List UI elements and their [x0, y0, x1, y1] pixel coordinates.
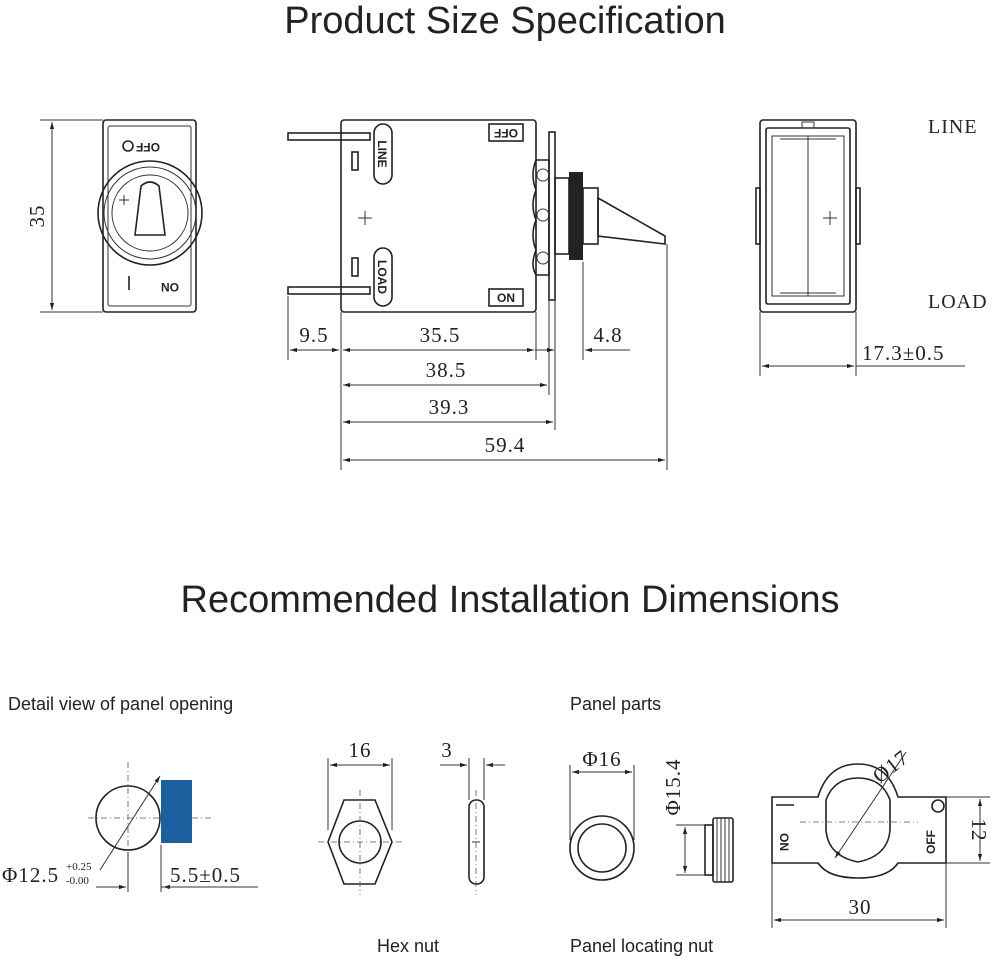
dim-opening-dia: Φ12.5	[2, 863, 59, 887]
product-size-title: Product Size Specification	[284, 0, 725, 42]
plate-off-label: OFF	[924, 830, 938, 854]
dim-loc-height: Φ15.4	[661, 758, 685, 815]
dim-385: 38.5	[426, 358, 467, 382]
caption-panel-opening: Detail view of panel opening	[8, 694, 233, 714]
caption-hex-nut: Hex nut	[377, 936, 439, 956]
locating-nut-front: Φ16	[569, 747, 635, 881]
installation-title: Recommended Installation Dimensions	[181, 579, 840, 621]
dim-plate-height: 12	[967, 819, 991, 842]
side-load-label: LOAD	[375, 260, 389, 294]
dim-hex-thick: 3	[441, 738, 453, 762]
dim-terminal: 9.5	[299, 323, 328, 347]
load-label: LOAD	[928, 291, 988, 313]
front-view: OFF ON 35	[25, 119, 203, 313]
hex-nut-front: 16	[318, 738, 402, 895]
dim-plate-width: 30	[849, 895, 872, 919]
dim-loc-dia: Φ16	[582, 747, 621, 771]
side-off-label: OFF	[494, 126, 518, 140]
dim-hex-width: 16	[349, 738, 372, 762]
locating-nut-side: Φ15.4	[661, 758, 734, 883]
dim-opening-tol-bot: -0.00	[66, 875, 89, 887]
dim-height: 35	[25, 205, 49, 228]
dim-flat: 5.5±0.5	[170, 863, 241, 887]
dim-393: 39.3	[429, 395, 470, 419]
side-on-label: ON	[497, 291, 515, 305]
dim-width: 17.3±0.5	[862, 341, 945, 365]
side-line-label: LINE	[375, 140, 389, 167]
panel-opening-detail: Φ12.5 +0.25 -0.00 5.5±0.5	[2, 762, 258, 892]
dim-stem: 4.8	[593, 323, 622, 347]
back-view: LINE LOAD 17.3±0.5	[755, 116, 988, 376]
plate-on-label: ON	[777, 833, 791, 851]
mounting-plate: Ø17 ON OFF 12 30	[771, 745, 991, 928]
line-label: LINE	[928, 116, 978, 138]
caption-locating-nut: Panel locating nut	[570, 936, 713, 956]
side-view: LINE LOAD OFF ON 9.5 35.5	[287, 119, 668, 470]
front-off-label: OFF	[136, 140, 160, 154]
dim-opening-tol-top: +0.25	[66, 861, 92, 873]
caption-panel-parts: Panel parts	[570, 694, 661, 714]
hex-nut-side: 3	[440, 738, 505, 895]
front-on-label: ON	[161, 280, 179, 294]
dim-594: 59.4	[485, 433, 526, 457]
panel-flat-block	[161, 780, 192, 843]
dim-body: 35.5	[420, 323, 461, 347]
